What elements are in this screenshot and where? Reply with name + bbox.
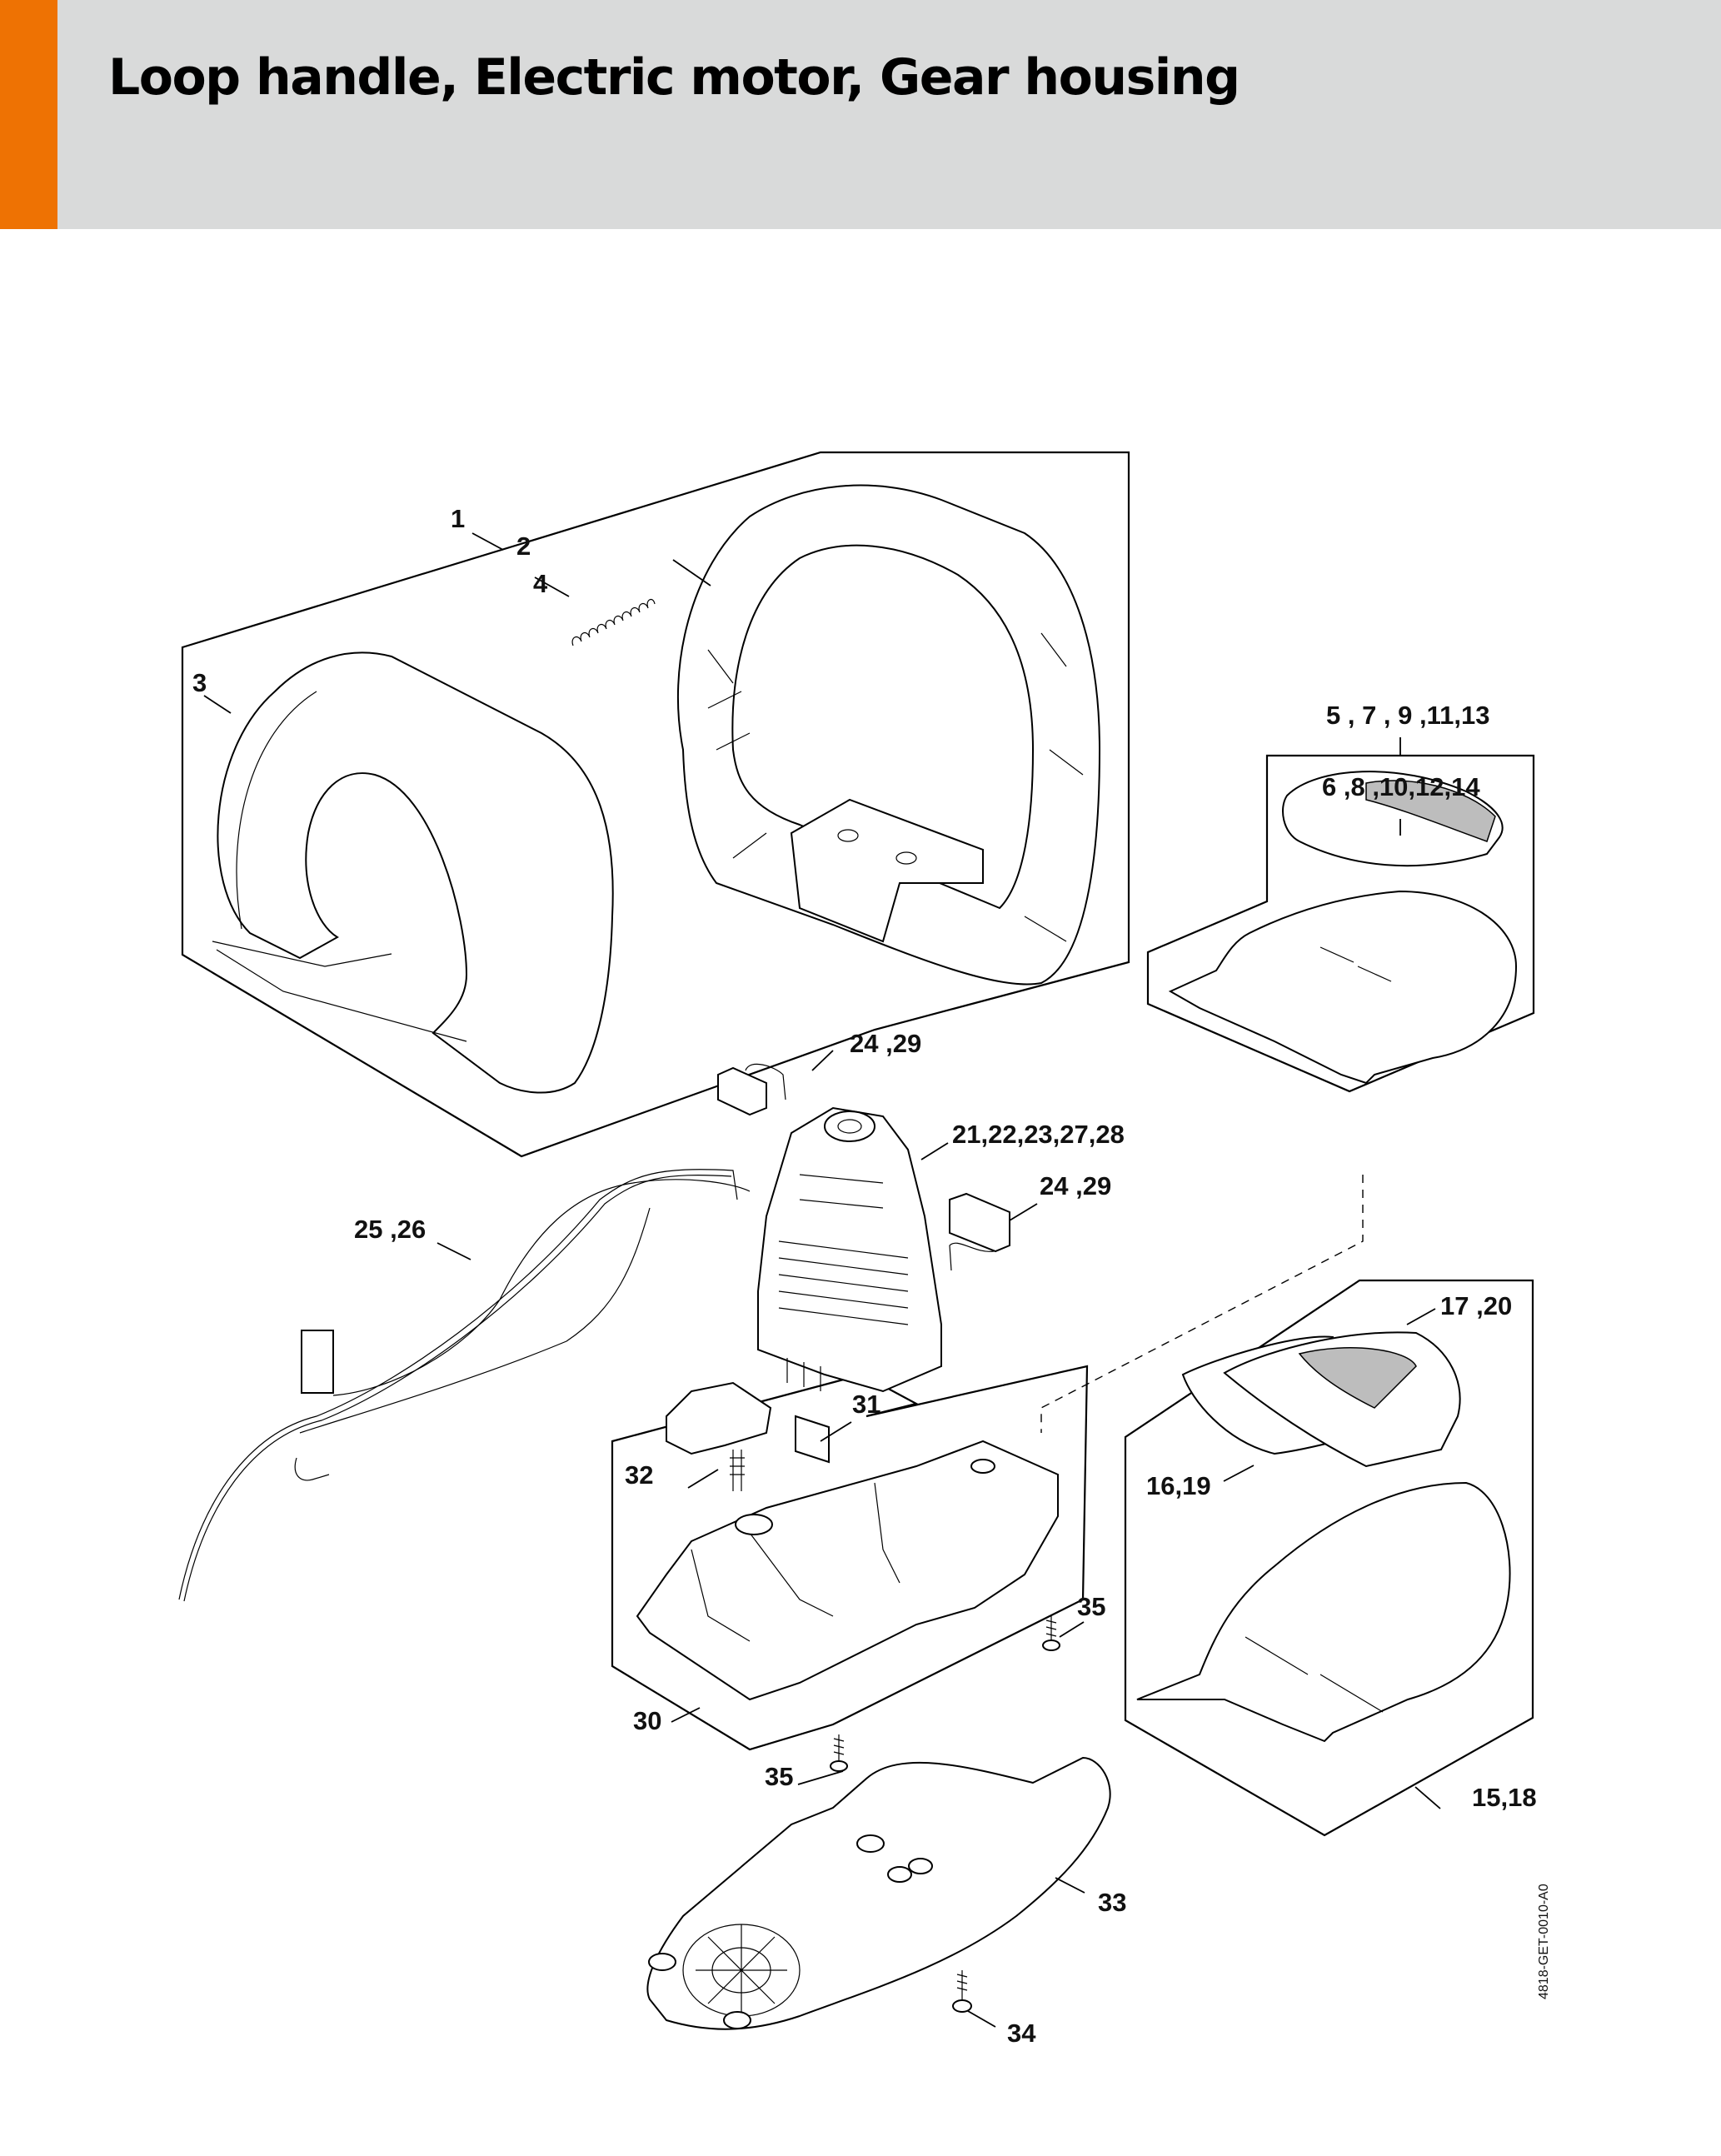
part-spring	[571, 598, 656, 646]
part-housing-cover	[646, 1756, 1111, 2030]
part-electric-motor	[757, 1106, 942, 1393]
callout-5-7-9-11-13[interactable]: 5 , 7 , 9 ,11,13	[1326, 701, 1490, 730]
callout-34[interactable]: 34	[1007, 2019, 1036, 2048]
callout-2[interactable]: 2	[516, 532, 531, 561]
leader-lines	[203, 532, 1441, 2028]
panel-top-shroud	[1146, 754, 1535, 1093]
part-screw-35-right	[1042, 1616, 1060, 1651]
callout-24-29-top[interactable]: 24 ,29	[850, 1029, 922, 1058]
callout-30[interactable]: 30	[633, 1706, 662, 1735]
part-wiring-harness	[178, 1169, 751, 1602]
callout-17-20[interactable]: 17 ,20	[1440, 1291, 1513, 1320]
callout-35-right[interactable]: 35	[1077, 1592, 1106, 1621]
callout-24-29-right[interactable]: 24 ,29	[1040, 1171, 1112, 1200]
part-loop-handle	[212, 651, 614, 1094]
callout-21-22-23-27-28[interactable]: 21,22,23,27,28	[952, 1120, 1125, 1149]
page-header: Loop handle, Electric motor, Gear housin…	[0, 0, 1721, 229]
callout-6-8-10-12-14[interactable]: 6 ,8 ,10,12,14	[1322, 772, 1480, 801]
part-switch	[666, 1381, 772, 1491]
dashed-link-top-shroud	[1040, 1175, 1364, 1433]
part-plate	[795, 1415, 830, 1464]
part-carbon-brush-top	[717, 1063, 786, 1116]
callout-4[interactable]: 4	[533, 569, 548, 598]
document-id: 4818-GET-0010-A0	[1537, 1884, 1551, 1999]
panel-front-shroud	[1124, 1279, 1534, 1837]
part-front-shroud	[1136, 1331, 1511, 1743]
part-screw-35-left	[830, 1734, 848, 1772]
accent-bar	[0, 0, 57, 229]
page-title: Loop handle, Electric motor, Gear housin…	[108, 48, 1240, 107]
part-loop-handle-frame	[676, 484, 1101, 986]
part-top-shroud	[1168, 771, 1518, 1085]
part-gear-housing	[636, 1440, 1059, 1701]
callout-25-26[interactable]: 25 ,26	[354, 1215, 427, 1244]
part-carbon-brush-right	[949, 1192, 1010, 1271]
callout-32[interactable]: 32	[625, 1460, 654, 1490]
callout-3[interactable]: 3	[192, 668, 207, 697]
callout-15-18[interactable]: 15,18	[1472, 1783, 1537, 1812]
callout-1[interactable]: 1	[451, 504, 466, 533]
panel-loop-handle	[181, 451, 1130, 1158]
callout-33[interactable]: 33	[1098, 1888, 1127, 1917]
callout-35-left[interactable]: 35	[765, 1762, 794, 1791]
callout-31[interactable]: 31	[852, 1390, 881, 1419]
part-screw-34	[952, 1970, 972, 2013]
callout-16-19[interactable]: 16,19	[1146, 1471, 1211, 1500]
